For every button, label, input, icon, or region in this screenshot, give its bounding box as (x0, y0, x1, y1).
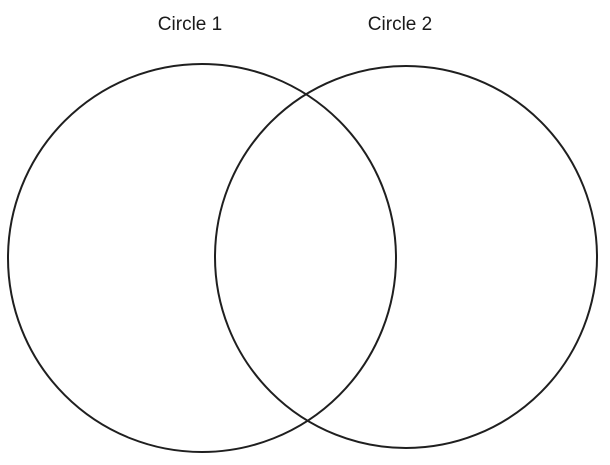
circle-1-label: Circle 1 (158, 14, 222, 35)
circle-2-shape (214, 65, 598, 449)
circle-1-shape (7, 63, 397, 453)
circle-2-label: Circle 2 (368, 14, 432, 35)
